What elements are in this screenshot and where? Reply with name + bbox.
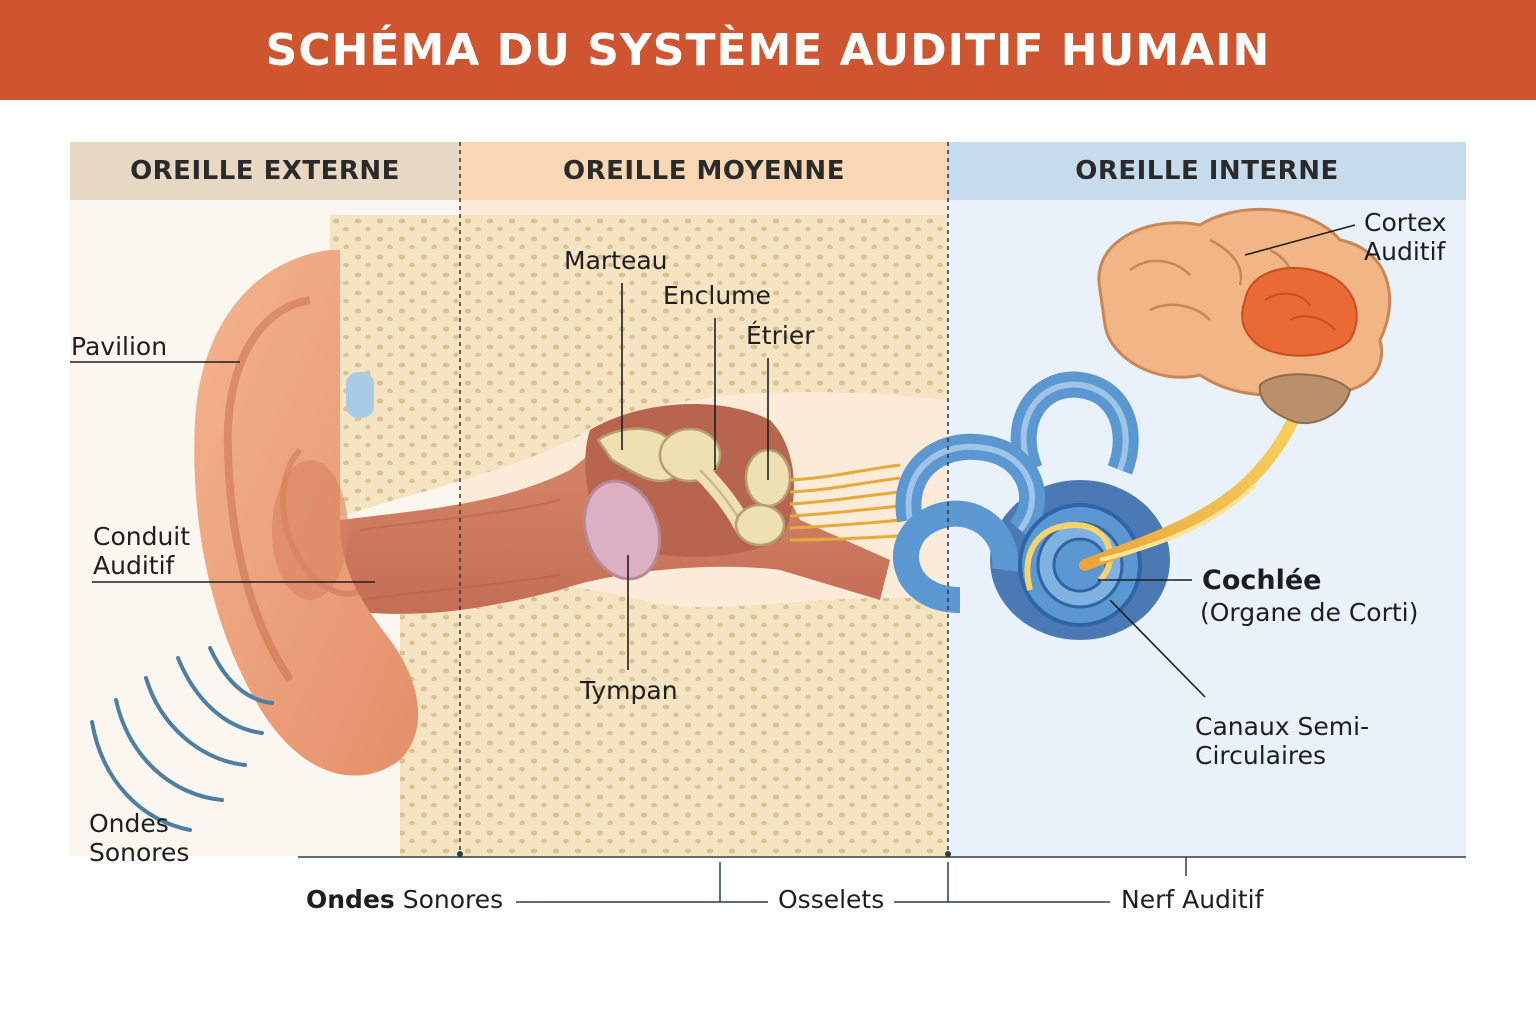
label-auditory-cortex-line2: Auditif [1364,236,1446,266]
ossicles [596,427,792,547]
page-title: SCHÉMA DU SYSTÈME AUDITIF HUMAIN [265,24,1271,76]
sound-waves-icon [90,646,274,832]
axis-label-sound-waves-bold: Ondes [306,885,395,914]
label-malleus: Marteau [564,246,668,275]
auditory-nerve-to-brain [1079,394,1306,571]
brain [1097,207,1392,425]
inner-ear-organ [893,371,1170,640]
label-semicircular-canals: Canaux Semi- Circulaires [1195,712,1370,771]
label-incus: Enclume [663,281,771,310]
label-eardrum: Tympan [580,676,678,705]
section-header-middle-ear: OREILLE MOYENNE [563,156,845,186]
temporal-bone-upper [330,215,948,520]
leader-lines [70,224,1356,698]
label-semicircular-canals-line1: Canaux Semi- [1195,712,1370,741]
bottom-axis [298,856,1466,903]
label-sound-waves-line1: Ondes [89,809,169,838]
auditory-cortex-region [1241,266,1358,357]
label-auditory-cortex: Cortex Auditif [1364,208,1447,267]
inner-ear-header-bg [948,142,1466,200]
section-header-outer-ear: OREILLE EXTERNE [130,156,400,186]
label-pavilion: Pavilion [71,332,168,361]
eardrum-shape [582,479,662,581]
label-sound-waves-line2: Sonores [89,837,190,867]
label-organ-of-corti: (Organe de Corti) [1200,598,1419,627]
axis-label-sound-waves-rest: Sonores [402,885,504,914]
temporal-bone-lower [400,583,948,856]
axis-label-ossicles: Osselets [778,885,885,914]
label-cochlea: Cochlée [1202,565,1322,596]
cartilage-highlight [346,372,374,418]
middle-ear-header-bg [460,142,948,200]
semicircular-canal-posterior [893,500,1019,613]
label-stapes: Étrier [746,321,815,350]
brainstem [1258,373,1352,425]
label-semicircular-canals-line2: Circulaires [1195,740,1327,770]
label-ear-canal-line2: Auditif [93,550,175,580]
auditory-nerve-fibres [789,463,901,542]
label-ear-canal-line1: Conduit [93,522,191,551]
label-auditory-cortex-line1: Cortex [1364,208,1447,237]
label-ear-canal: Conduit Auditif [93,522,191,581]
axis-label-auditory-nerve: Nerf Auditif [1121,885,1264,914]
label-sound-waves: Ondes Sonores [89,809,190,868]
section-header-inner-ear: OREILLE INTERNE [1075,156,1339,186]
title-banner: SCHÉMA DU SYSTÈME AUDITIF HUMAIN [0,0,1536,100]
axis-label-sound-waves: Ondes Sonores [306,885,504,915]
outer-ear-header-bg [70,142,460,200]
